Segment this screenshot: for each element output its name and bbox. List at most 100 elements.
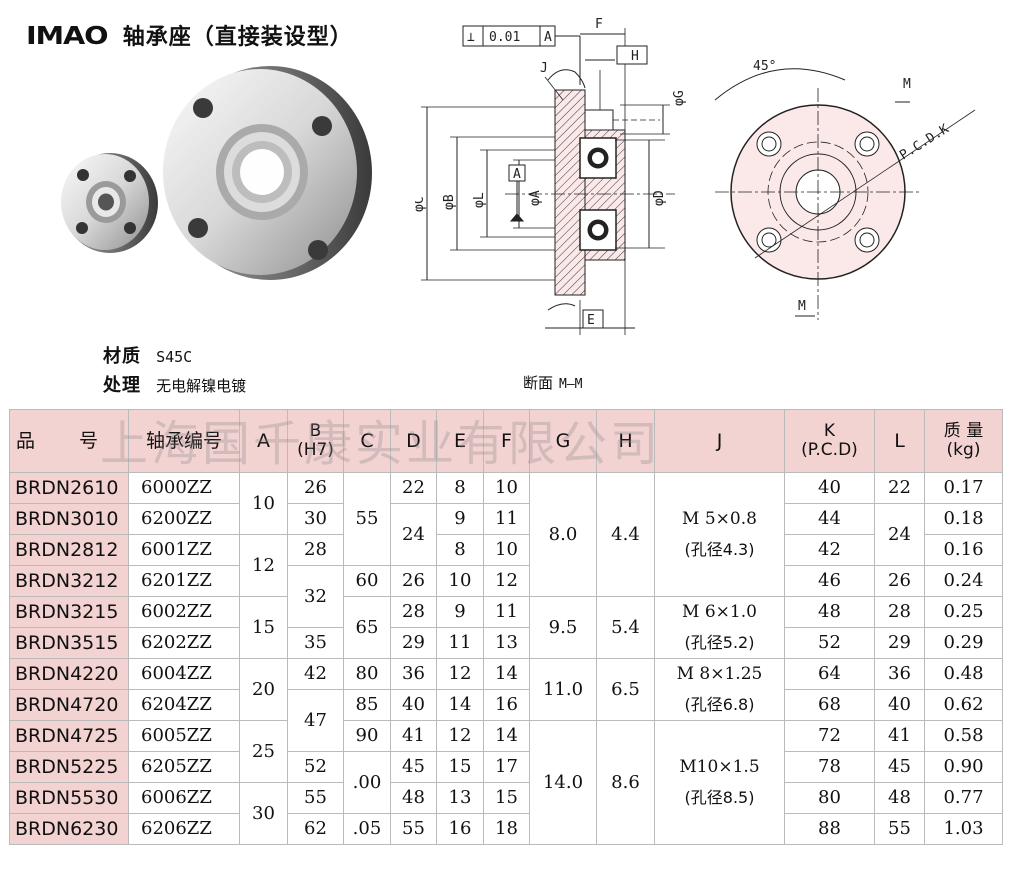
part-number-cell: BRDN3215 bbox=[9, 595, 129, 629]
g-cell: 11.0 bbox=[529, 658, 597, 722]
part-number-cell: BRDN2812 bbox=[9, 534, 129, 566]
e-cell: 12 bbox=[436, 658, 484, 691]
e-cell: 16 bbox=[436, 813, 484, 846]
d-cell: 48 bbox=[390, 782, 437, 815]
table-row: BRDN6230 6206ZZ 62 .05 55 16 18 88 55 1.… bbox=[9, 813, 1003, 846]
b-cell: 62 bbox=[287, 813, 344, 846]
header-j: J bbox=[654, 409, 785, 473]
l-cell: 29 bbox=[874, 627, 925, 660]
header-k-main: K bbox=[823, 421, 836, 442]
part-number-cell: BRDN3515 bbox=[9, 627, 129, 660]
table-row: BRDN5225 6205ZZ 52 .00 45 15 17 78 45 0.… bbox=[9, 751, 1003, 815]
e-cell: 9 bbox=[436, 503, 484, 535]
k-cell: 42 bbox=[784, 534, 875, 566]
header-h: H bbox=[596, 409, 655, 473]
b-cell: 30 bbox=[287, 503, 344, 535]
bearing-cell: 6002ZZ bbox=[128, 595, 240, 629]
l-cell: 55 bbox=[874, 813, 925, 846]
weight-cell: 0.18 bbox=[924, 503, 1003, 535]
weight-cell: 0.24 bbox=[924, 565, 1003, 597]
part-number-cell: BRDN4725 bbox=[9, 720, 129, 753]
table-row: BRDN3212 6201ZZ 32 60 26 10 12 46 26 0.2… bbox=[9, 564, 1003, 629]
angle-label: 45° bbox=[753, 59, 776, 74]
k-cell: 72 bbox=[784, 720, 875, 753]
treatment-value: 无电解镍电镀 bbox=[156, 377, 247, 395]
header-part-no: 品 号 bbox=[9, 409, 129, 473]
material-row: 材质 S45C bbox=[103, 342, 192, 368]
thread-size: M 6×1.0 bbox=[682, 602, 757, 622]
thread-size: M 8×1.25 bbox=[676, 664, 763, 685]
weight-cell: 1.03 bbox=[924, 813, 1003, 846]
l-cell: 22 bbox=[874, 472, 925, 504]
f-cell: 10 bbox=[483, 534, 530, 566]
j-cell: M 8×1.25(孔径6.8) bbox=[654, 658, 785, 722]
header-d: D bbox=[390, 409, 437, 473]
table-row: BRDN3215 6002ZZ 15 65 28 9 11 9.5 5.4 M … bbox=[9, 595, 1003, 660]
spec-table: 品 号 轴承编号 A B(H7) C D E F G H J K(P.C.D) … bbox=[9, 409, 1003, 846]
c-cell: 85 bbox=[343, 689, 391, 722]
d-cell: 26 bbox=[390, 565, 437, 597]
header-b-main: B bbox=[309, 421, 322, 442]
section-mark-top: M bbox=[903, 77, 911, 92]
d-cell: 36 bbox=[390, 658, 437, 691]
dim-phi-c: φC bbox=[415, 196, 427, 212]
weight-cell: 0.29 bbox=[924, 627, 1003, 660]
k-cell: 40 bbox=[784, 472, 875, 504]
material-label: 材质 bbox=[103, 346, 141, 367]
part-number-cell: BRDN4220 bbox=[9, 658, 129, 691]
large-flange-image bbox=[163, 66, 372, 280]
header-weight-main: 质 量 bbox=[943, 421, 984, 442]
a-cell: 12 bbox=[239, 534, 288, 597]
header-f: F bbox=[483, 409, 530, 473]
f-cell: 14 bbox=[483, 720, 530, 753]
dim-h: H bbox=[631, 49, 639, 64]
tolerance-symbol: ⊥ bbox=[467, 30, 475, 45]
a-cell: 30 bbox=[239, 782, 288, 846]
bearing-cell: 6206ZZ bbox=[128, 813, 240, 846]
b-cell: 42 bbox=[287, 658, 344, 691]
k-cell: 46 bbox=[784, 565, 875, 597]
l-cell: 26 bbox=[874, 565, 925, 597]
b-cell: 35 bbox=[287, 627, 344, 660]
k-cell: 52 bbox=[784, 627, 875, 660]
table-row: BRDN4220 6004ZZ 20 42 80 36 12 14 11.0 6… bbox=[9, 658, 1003, 722]
treatment-row: 处理 无电解镍电镀 bbox=[103, 371, 246, 397]
dim-phi-l: φL bbox=[472, 192, 487, 208]
a-cell: 25 bbox=[239, 720, 288, 784]
l-cell: 36 bbox=[874, 658, 925, 691]
section-label: 断面 bbox=[523, 374, 554, 392]
g-cell: 8.0 bbox=[529, 472, 597, 597]
table-header-row: 品 号 轴承编号 A B(H7) C D E F G H J K(P.C.D) … bbox=[9, 409, 1003, 473]
section-name: M–M bbox=[559, 377, 583, 392]
c-cell: .00 bbox=[343, 751, 391, 815]
c-cell: 55 bbox=[343, 472, 391, 566]
bearing-cell: 6005ZZ bbox=[128, 720, 240, 753]
pcd-label: P.C.D.K bbox=[897, 122, 952, 164]
technical-drawing: ⊥ 0.01 A φC φB φL φA A bbox=[415, 17, 976, 335]
header-a: A bbox=[239, 409, 288, 473]
d-cell: 55 bbox=[390, 813, 437, 846]
material-value: S45C bbox=[156, 348, 193, 366]
header-l: L bbox=[874, 409, 925, 473]
d-cell: 24 bbox=[390, 503, 437, 566]
a-cell: 15 bbox=[239, 595, 288, 660]
title-row: IMAO 轴承座（直接装设型） bbox=[26, 18, 353, 52]
c-cell: 65 bbox=[343, 595, 391, 660]
header-b: B(H7) bbox=[287, 409, 344, 473]
k-cell: 80 bbox=[784, 782, 875, 815]
l-cell: 40 bbox=[874, 689, 925, 722]
a-cell: 20 bbox=[239, 658, 288, 722]
f-cell: 10 bbox=[483, 472, 530, 504]
bearing-cell: 6204ZZ bbox=[128, 689, 240, 722]
e-cell: 9 bbox=[436, 595, 484, 629]
part-number-cell: BRDN4720 bbox=[9, 689, 129, 722]
b-cell: 47 bbox=[287, 689, 344, 753]
part-number-cell: BRDN3212 bbox=[9, 565, 129, 597]
e-cell: 13 bbox=[436, 782, 484, 815]
hole-diameter: (孔径4.3) bbox=[684, 539, 755, 559]
bearing-cell: 6201ZZ bbox=[128, 565, 240, 597]
k-cell: 44 bbox=[784, 503, 875, 535]
h-cell: 6.5 bbox=[596, 658, 655, 722]
header-g: G bbox=[529, 409, 597, 473]
f-cell: 18 bbox=[483, 813, 530, 846]
